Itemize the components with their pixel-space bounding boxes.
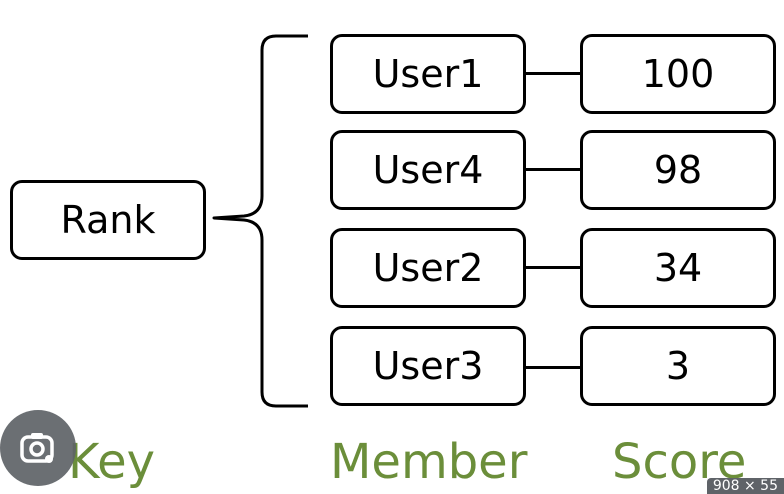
member-label: User2 [372,246,484,290]
row-connector [526,168,580,171]
score-label: 100 [641,52,715,96]
brace-path [212,34,308,408]
camera-search-icon [20,433,54,463]
score-box: 3 [580,326,776,406]
score-label: 34 [653,246,703,290]
member-label: User3 [372,344,484,388]
member-label: User4 [372,148,484,192]
member-label: User1 [372,52,484,96]
key-label: Rank [60,198,156,242]
row-connector [526,266,580,269]
google-lens-icon[interactable] [0,410,76,486]
image-size-badge: 908 × 55 [706,478,784,494]
member-box: User1 [330,34,526,114]
member-box: User3 [330,326,526,406]
row-connector [526,366,580,369]
key-box: Rank [10,180,206,260]
score-label: 3 [665,344,691,388]
score-box: 100 [580,34,776,114]
row-connector [526,72,580,75]
member-caption: Member [330,434,528,490]
score-box: 98 [580,130,776,210]
key-caption: Key [68,434,156,490]
score-box: 34 [580,228,776,308]
score-label: 98 [653,148,703,192]
member-box: User4 [330,130,526,210]
member-box: User2 [330,228,526,308]
